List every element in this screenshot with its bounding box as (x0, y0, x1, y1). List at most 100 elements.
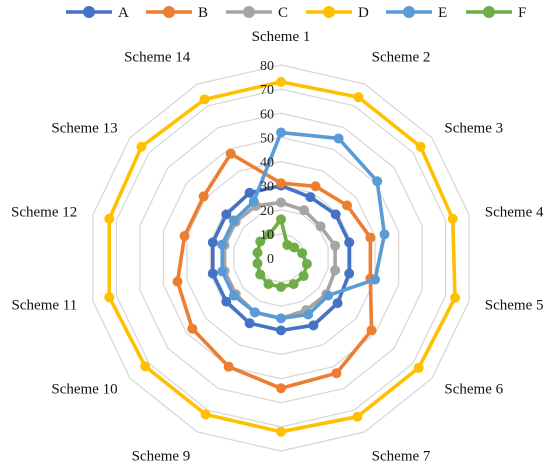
category-label: Scheme 13 (51, 121, 117, 137)
grid-ring (162, 136, 400, 380)
data-point (330, 265, 341, 276)
legend-marker (483, 6, 495, 18)
category-label: Scheme 14 (124, 50, 191, 66)
data-point (187, 323, 198, 334)
data-point (332, 298, 343, 309)
legend-label: E (438, 5, 447, 21)
data-point (255, 269, 266, 280)
data-point (179, 230, 190, 241)
data-point (255, 236, 266, 247)
category-label: Scheme 12 (11, 204, 77, 220)
category-label: Scheme 7 (372, 448, 431, 464)
legend-item: B (146, 5, 208, 21)
data-point (276, 76, 286, 87)
data-point (140, 361, 151, 372)
data-point (200, 409, 211, 420)
data-point (249, 307, 260, 318)
data-point (252, 258, 263, 269)
legend-item: E (386, 5, 447, 21)
tick-label: 10 (260, 228, 274, 243)
category-label: Scheme 11 (12, 298, 78, 314)
data-point (264, 229, 275, 240)
legend: A B C D E F (66, 5, 526, 21)
data-point (244, 187, 255, 198)
data-point (330, 240, 341, 251)
legend-marker (163, 6, 175, 18)
data-point (288, 279, 299, 290)
data-point (415, 141, 426, 152)
category-label: Scheme 1 (252, 29, 311, 45)
category-label: Scheme 6 (444, 381, 503, 397)
data-point (372, 176, 383, 187)
data-point (104, 292, 115, 303)
data-point (331, 368, 342, 379)
data-point (310, 181, 321, 192)
data-point (353, 92, 364, 103)
legend-label: C (278, 5, 288, 21)
category-label: Scheme 4 (485, 204, 544, 220)
category-label: Scheme 9 (132, 448, 191, 464)
category-label: Scheme 10 (51, 381, 117, 397)
data-point (370, 274, 381, 285)
data-point (276, 178, 286, 189)
data-point (289, 242, 300, 253)
data-point (223, 361, 234, 372)
data-point (352, 411, 363, 422)
data-point (104, 213, 115, 224)
legend-marker (83, 6, 95, 18)
data-point (299, 205, 310, 216)
data-point (221, 296, 232, 307)
data-point (198, 191, 209, 202)
series-F (252, 214, 312, 292)
data-point (305, 192, 316, 203)
data-point (136, 141, 147, 152)
data-point (217, 266, 228, 277)
data-point (333, 133, 344, 144)
legend-label: B (198, 5, 208, 21)
data-point (172, 276, 183, 287)
tick-label: 60 (260, 107, 274, 122)
grid-ring (186, 160, 376, 356)
legend-label: A (118, 5, 129, 21)
tick-label: 30 (260, 180, 274, 195)
series-D (104, 76, 461, 437)
data-point (297, 248, 308, 259)
data-point (244, 318, 255, 329)
data-point (308, 320, 319, 331)
radar-series (104, 76, 461, 437)
data-point (228, 215, 239, 226)
data-point (221, 209, 232, 220)
data-point (301, 258, 312, 269)
data-point (248, 196, 259, 207)
grid-ring (115, 88, 447, 428)
legend-marker (403, 6, 415, 18)
data-point (217, 239, 228, 250)
data-point (344, 268, 355, 279)
grid-ring (92, 64, 470, 452)
data-point (315, 221, 326, 232)
data-point (199, 94, 210, 105)
data-point (413, 362, 424, 373)
data-point (379, 229, 390, 240)
data-point (276, 127, 286, 138)
data-point (207, 237, 218, 248)
data-point (228, 290, 239, 301)
category-label: Scheme 3 (444, 121, 503, 137)
legend-item: D (306, 5, 369, 21)
tick-label: 80 (260, 59, 274, 74)
grid-ring (233, 209, 329, 307)
tick-label: 70 (260, 83, 274, 98)
data-point (342, 200, 353, 211)
data-point (276, 197, 286, 208)
data-point (298, 271, 309, 282)
legend-item: A (66, 5, 129, 21)
legend-label: F (518, 5, 526, 21)
legend-marker (243, 6, 255, 18)
data-point (450, 292, 461, 303)
legend-marker (323, 6, 335, 18)
data-point (276, 426, 286, 437)
category-label: Scheme 2 (372, 50, 431, 66)
data-point (276, 313, 286, 324)
data-point (276, 325, 286, 336)
